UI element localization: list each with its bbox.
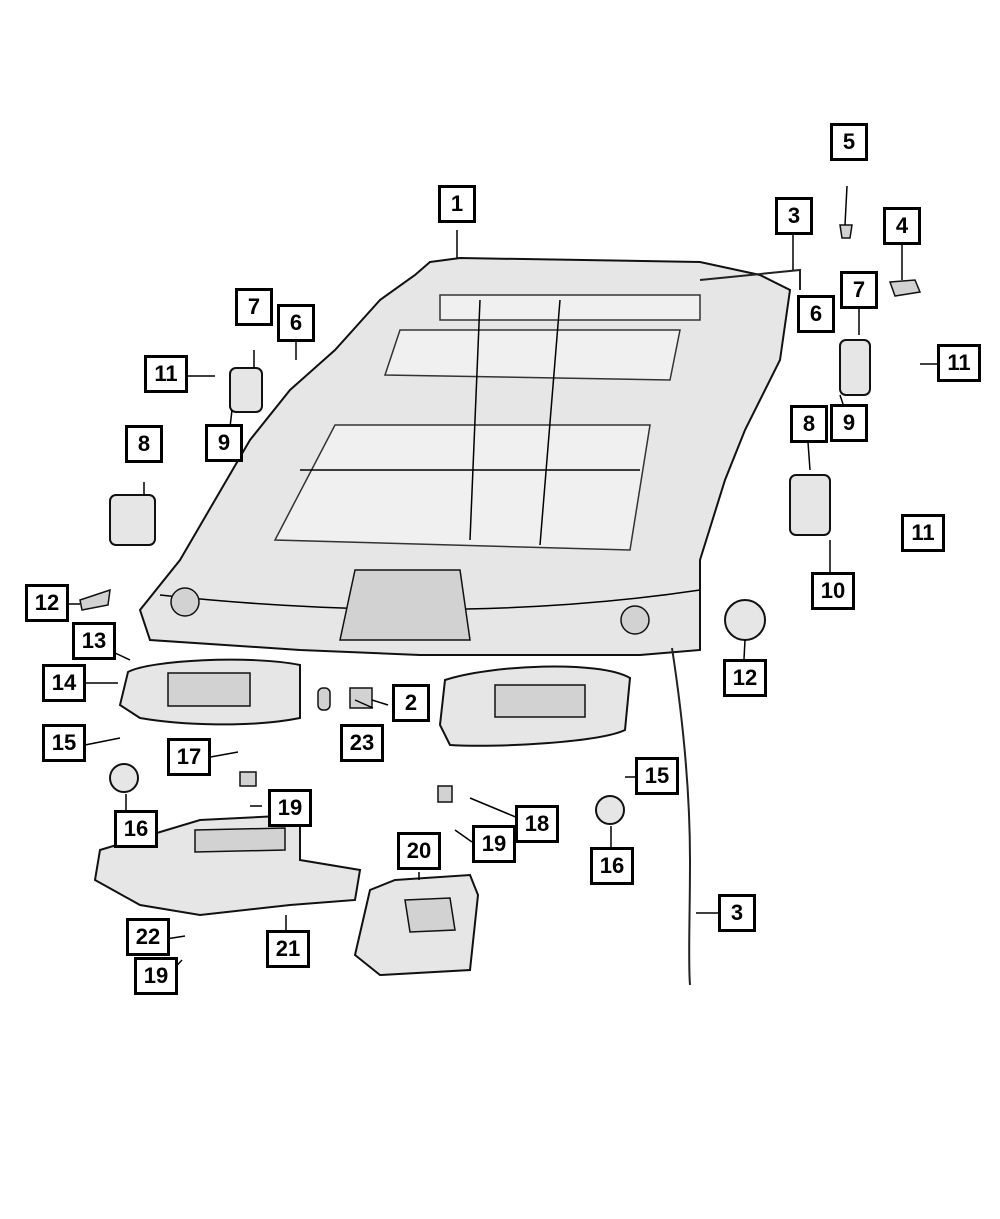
callout-3-top: 3 [775, 197, 813, 235]
callout-9-left: 9 [205, 424, 243, 462]
callout-15-right: 15 [635, 757, 679, 795]
callout-22: 22 [126, 918, 170, 956]
clip-18 [437, 785, 453, 803]
bracket-12-left [79, 588, 111, 611]
callout-3-bottom: 3 [718, 894, 756, 932]
callout-21: 21 [266, 930, 310, 968]
grab-handle-left-lower [109, 494, 156, 546]
callout-6-left: 6 [277, 304, 315, 342]
callout-1: 1 [438, 185, 476, 223]
callout-18: 18 [515, 805, 559, 843]
callout-16-right: 16 [590, 847, 634, 885]
callout-12-right: 12 [723, 659, 767, 697]
callout-19-top: 19 [268, 789, 312, 827]
callout-8-left: 8 [125, 425, 163, 463]
clip-part-5 [839, 224, 853, 239]
sensor-part-2 [349, 687, 373, 709]
callout-23: 23 [340, 724, 384, 762]
callout-5: 5 [830, 123, 868, 161]
grab-handle-left-upper [229, 367, 263, 413]
callout-19-middle: 19 [472, 825, 516, 863]
grab-handle-right-lower [789, 474, 831, 536]
overhead-console [93, 813, 362, 917]
callout-6-right: 6 [797, 295, 835, 333]
light-bulb-part-23 [317, 687, 331, 711]
visor-mount-left [109, 763, 139, 793]
callout-12-left: 12 [25, 584, 69, 622]
callout-11-right-upper: 11 [937, 344, 981, 382]
callout-19-bottom: 19 [134, 957, 178, 995]
callout-13: 13 [72, 622, 116, 660]
callout-17: 17 [167, 738, 211, 776]
callout-10: 10 [811, 572, 855, 610]
callout-4: 4 [883, 207, 921, 245]
callout-16-left: 16 [114, 810, 158, 848]
callout-20: 20 [397, 832, 441, 870]
clip-17 [239, 771, 257, 787]
clip-part-4 [888, 279, 922, 297]
callout-14: 14 [42, 664, 86, 702]
visor-mount-right [595, 795, 625, 825]
callout-2: 2 [392, 684, 430, 722]
wire-harness-top [699, 268, 801, 290]
speaker-bracket-right [724, 599, 766, 641]
callout-11-left: 11 [144, 355, 188, 393]
callout-15-left: 15 [42, 724, 86, 762]
callout-11-right-lower: 11 [901, 514, 945, 552]
callout-9-right: 9 [830, 404, 868, 442]
grab-handle-right-upper [839, 339, 871, 396]
callout-8-right: 8 [790, 405, 828, 443]
wire-harness-right [671, 647, 692, 986]
callout-7-left: 7 [235, 288, 273, 326]
callout-7-right: 7 [840, 271, 878, 309]
headliner-panel [138, 256, 792, 656]
